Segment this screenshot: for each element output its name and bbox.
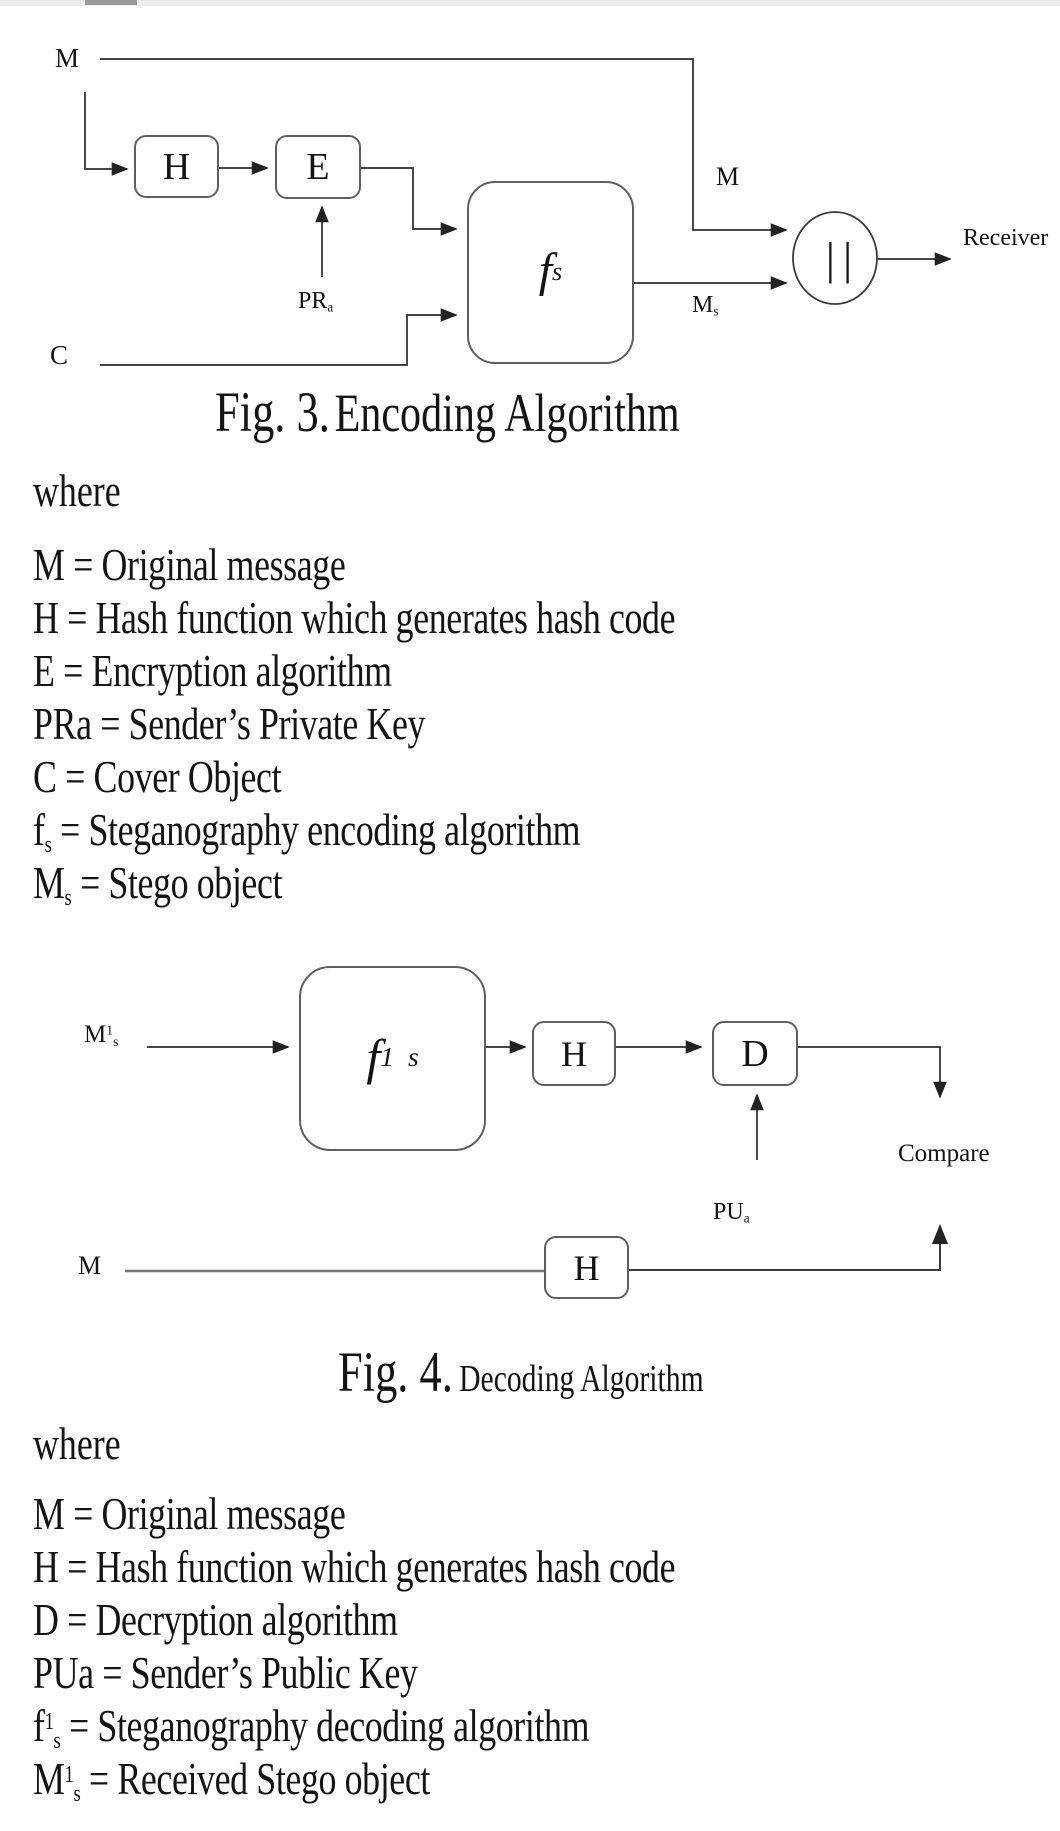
- fig4-caption-title: Decoding Algorithm: [459, 1358, 704, 1400]
- fig3-encrypt-label: E: [306, 146, 330, 188]
- fig3-definition-row: C = Cover Object: [33, 751, 282, 802]
- fig3-definition-row: PRa = Sender’s Private Key: [33, 698, 426, 749]
- fig4-definition-row: f1s = Steganography decoding algorithm: [33, 1700, 590, 1755]
- fig3-cover-to-stegofn-line: [100, 308, 458, 366]
- fig3-cover-object-label: C: [50, 340, 69, 370]
- fig4-decrypt-label: D: [741, 1032, 769, 1075]
- fig3-message-line-label: M: [716, 162, 740, 191]
- fig4-definition-row: M1s = Received Stego object: [33, 1753, 430, 1808]
- fig4-compare-label: Compare: [898, 1140, 990, 1167]
- fig4-definition-row: PUa = Sender’s Public Key: [33, 1647, 418, 1698]
- fig4-caption: Fig. 4.Decoding Algorithm: [338, 1340, 807, 1405]
- fig4-hash-top-label: H: [561, 1033, 587, 1074]
- fig3-definition-row: H = Hash function which generates hash c…: [33, 592, 676, 643]
- fig3-caption-number: Fig. 3.: [215, 381, 330, 444]
- fig4-stego-input-label: M1s: [84, 1021, 119, 1049]
- fig4-public-key-label: PUa: [713, 1199, 750, 1226]
- page-top-strip: [0, 0, 1060, 6]
- fig3-private-key-label: PRa: [298, 288, 334, 315]
- fig3-caption: Fig. 3.Encoding Algorithm: [215, 380, 811, 445]
- fig4-decrypt-box: [712, 1021, 798, 1086]
- fig3-message-bypass-line: [100, 58, 788, 237]
- fig3-stego-object-label: Ms: [692, 292, 719, 319]
- fig4-hash-to-compare-line: [628, 1224, 948, 1271]
- fig3-definition-row: fs = Steganography encoding algorithm: [33, 804, 581, 859]
- fig3-message-to-hash-line: [84, 92, 129, 176]
- fig3-concatenation-node: [792, 211, 878, 305]
- fig4-message-input-label: M: [78, 1251, 102, 1280]
- fig3-hash-box: [134, 135, 219, 198]
- fig4-hash-box-top: [532, 1021, 616, 1086]
- fig3-definition-row: E = Encryption algorithm: [33, 645, 392, 696]
- fig3-definition-row: M = Original message: [33, 539, 346, 590]
- fig4-definition-row: M = Original message: [33, 1488, 346, 1539]
- fig4-definition-row: H = Hash function which generates hash c…: [33, 1541, 676, 1592]
- fig3-where-label: where: [33, 465, 121, 516]
- fig3-encrypt-to-stegofn-line: [360, 167, 458, 236]
- fig4-decrypt-to-compare-line: [797, 1046, 947, 1099]
- fig4-where-label: where: [33, 1418, 121, 1469]
- fig3-concatenation-symbol: ||: [825, 232, 861, 284]
- fig3-receiver-label: Receiver: [963, 225, 1049, 251]
- cutoff-content-fragment: [85, 0, 137, 5]
- fig4-hash-bottom-label: H: [573, 1247, 600, 1288]
- fig3-hash-label: H: [162, 145, 191, 188]
- fig3-stego-function-box: [467, 181, 634, 364]
- fig4-definition-row: D = Decryption algorithm: [33, 1594, 398, 1645]
- fig4-caption-number: Fig. 4.: [338, 1341, 453, 1404]
- fig3-encrypt-box: [275, 135, 361, 199]
- fig3-caption-title: Encoding Algorithm: [334, 383, 680, 443]
- fig3-definition-row: Ms = Stego object: [33, 857, 283, 912]
- fig4-hash-box-bottom: [544, 1236, 629, 1299]
- fig4-decode-function-box: [299, 966, 486, 1151]
- fig3-message-source-label: M: [55, 43, 80, 73]
